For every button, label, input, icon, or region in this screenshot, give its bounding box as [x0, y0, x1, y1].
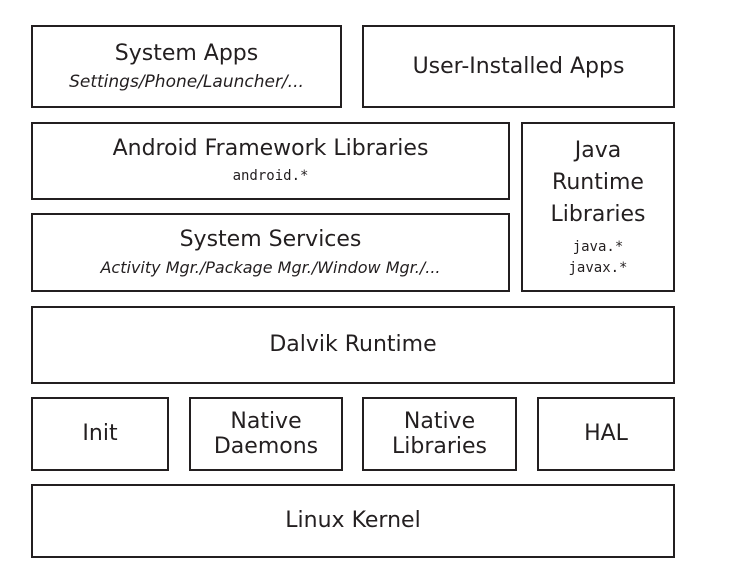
native-daemons-line-2: Daemons [213, 434, 319, 459]
native-daemons-line-1: Native [230, 409, 302, 434]
java-runtime-libraries-box: Java Runtime Libraries java.* javax.* [521, 122, 675, 292]
android-framework-libraries-box: Android Framework Libraries android.* [31, 122, 510, 200]
java-runtime-line-3: Libraries [550, 202, 646, 227]
java-runtime-package-javax: javax.* [568, 260, 628, 276]
system-apps-subtitle: Settings/Phone/Launcher/... [69, 71, 304, 92]
java-runtime-package-java: java.* [572, 239, 624, 255]
native-daemons-box: Native Daemons [189, 397, 343, 471]
hal-box: HAL [537, 397, 675, 471]
android-framework-package: android.* [232, 168, 309, 184]
java-runtime-line-2: Runtime [552, 170, 644, 195]
init-box: Init [31, 397, 169, 471]
system-services-subtitle: Activity Mgr./Package Mgr./Window Mgr./.… [100, 257, 441, 277]
linux-kernel-title: Linux Kernel [285, 508, 421, 533]
linux-kernel-box: Linux Kernel [31, 484, 675, 558]
java-runtime-line-1: Java [574, 138, 622, 163]
native-libraries-line-1: Native [403, 409, 476, 434]
system-apps-box: System Apps Settings/Phone/Launcher/... [31, 25, 342, 108]
dalvik-runtime-title: Dalvik Runtime [269, 332, 437, 357]
hal-title: HAL [584, 421, 628, 446]
user-installed-apps-box: User-Installed Apps [362, 25, 675, 108]
system-services-title: System Services [179, 226, 362, 252]
system-apps-title: System Apps [114, 40, 259, 66]
init-title: Init [82, 421, 118, 446]
native-libraries-box: Native Libraries [362, 397, 517, 471]
dalvik-runtime-box: Dalvik Runtime [31, 306, 675, 384]
native-libraries-line-2: Libraries [391, 434, 487, 459]
user-installed-apps-title: User-Installed Apps [412, 53, 625, 79]
system-services-box: System Services Activity Mgr./Package Mg… [31, 213, 510, 292]
android-framework-libraries-title: Android Framework Libraries [112, 136, 429, 161]
